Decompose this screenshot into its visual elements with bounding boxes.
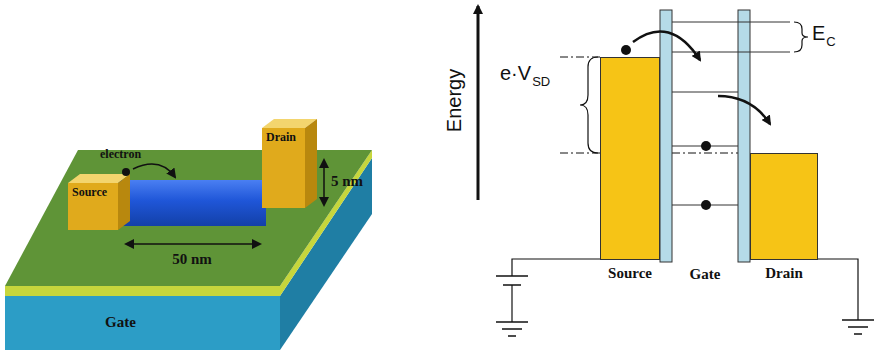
energy-axis <box>477 6 480 200</box>
ground-symbol <box>842 320 874 334</box>
tunnel-arrow <box>633 31 700 60</box>
electron-dot <box>701 200 711 210</box>
ground-symbol <box>496 322 528 336</box>
node-label: Source <box>72 186 107 200</box>
node-label: Drain <box>765 265 803 282</box>
level-guide <box>560 153 600 154</box>
energy-level <box>672 22 790 23</box>
energy-level <box>672 92 738 93</box>
energy-level <box>672 52 790 53</box>
gate-slab: Gate <box>5 296 280 350</box>
source-wire <box>512 259 600 276</box>
dimension-label: 5 nm <box>331 173 363 190</box>
node-label: Drain <box>266 131 296 145</box>
height-arrow <box>323 160 325 205</box>
tunnel-barrier <box>738 10 750 262</box>
level-guide <box>560 57 600 58</box>
charging-energy-subscript: C <box>826 35 835 50</box>
length-arrow <box>126 243 260 245</box>
drain-side-face <box>305 119 317 208</box>
bias-label: e·V <box>500 62 531 85</box>
bias-subscript: SD <box>532 75 550 90</box>
source-reservoir: Source <box>600 57 660 260</box>
source-side-face <box>118 174 130 230</box>
electron-dot <box>701 141 711 151</box>
charging-energy-label: E <box>812 22 825 45</box>
electron-arrow <box>133 164 175 177</box>
electron-label: electron <box>100 148 141 162</box>
drain-reservoir: Drain <box>750 153 818 260</box>
battery-plate <box>496 275 528 277</box>
drain-block: Drain <box>262 128 305 208</box>
drain-wire <box>818 259 858 320</box>
tunnel-arrow <box>718 96 770 124</box>
source-block: Source <box>68 183 118 230</box>
ground-wire <box>511 285 512 322</box>
node-label: Source <box>608 265 652 282</box>
tunnel-barrier <box>660 10 672 262</box>
axis-label: Energy <box>444 68 467 131</box>
gate-label: Gate <box>690 266 721 283</box>
electron-dot <box>122 168 130 176</box>
electron-dot <box>621 45 631 55</box>
nanowire <box>120 180 266 226</box>
bias-brace <box>580 57 598 153</box>
dimension-label: 50 nm <box>172 251 212 268</box>
charging-brace <box>794 22 808 52</box>
node-label: Gate <box>105 314 136 331</box>
